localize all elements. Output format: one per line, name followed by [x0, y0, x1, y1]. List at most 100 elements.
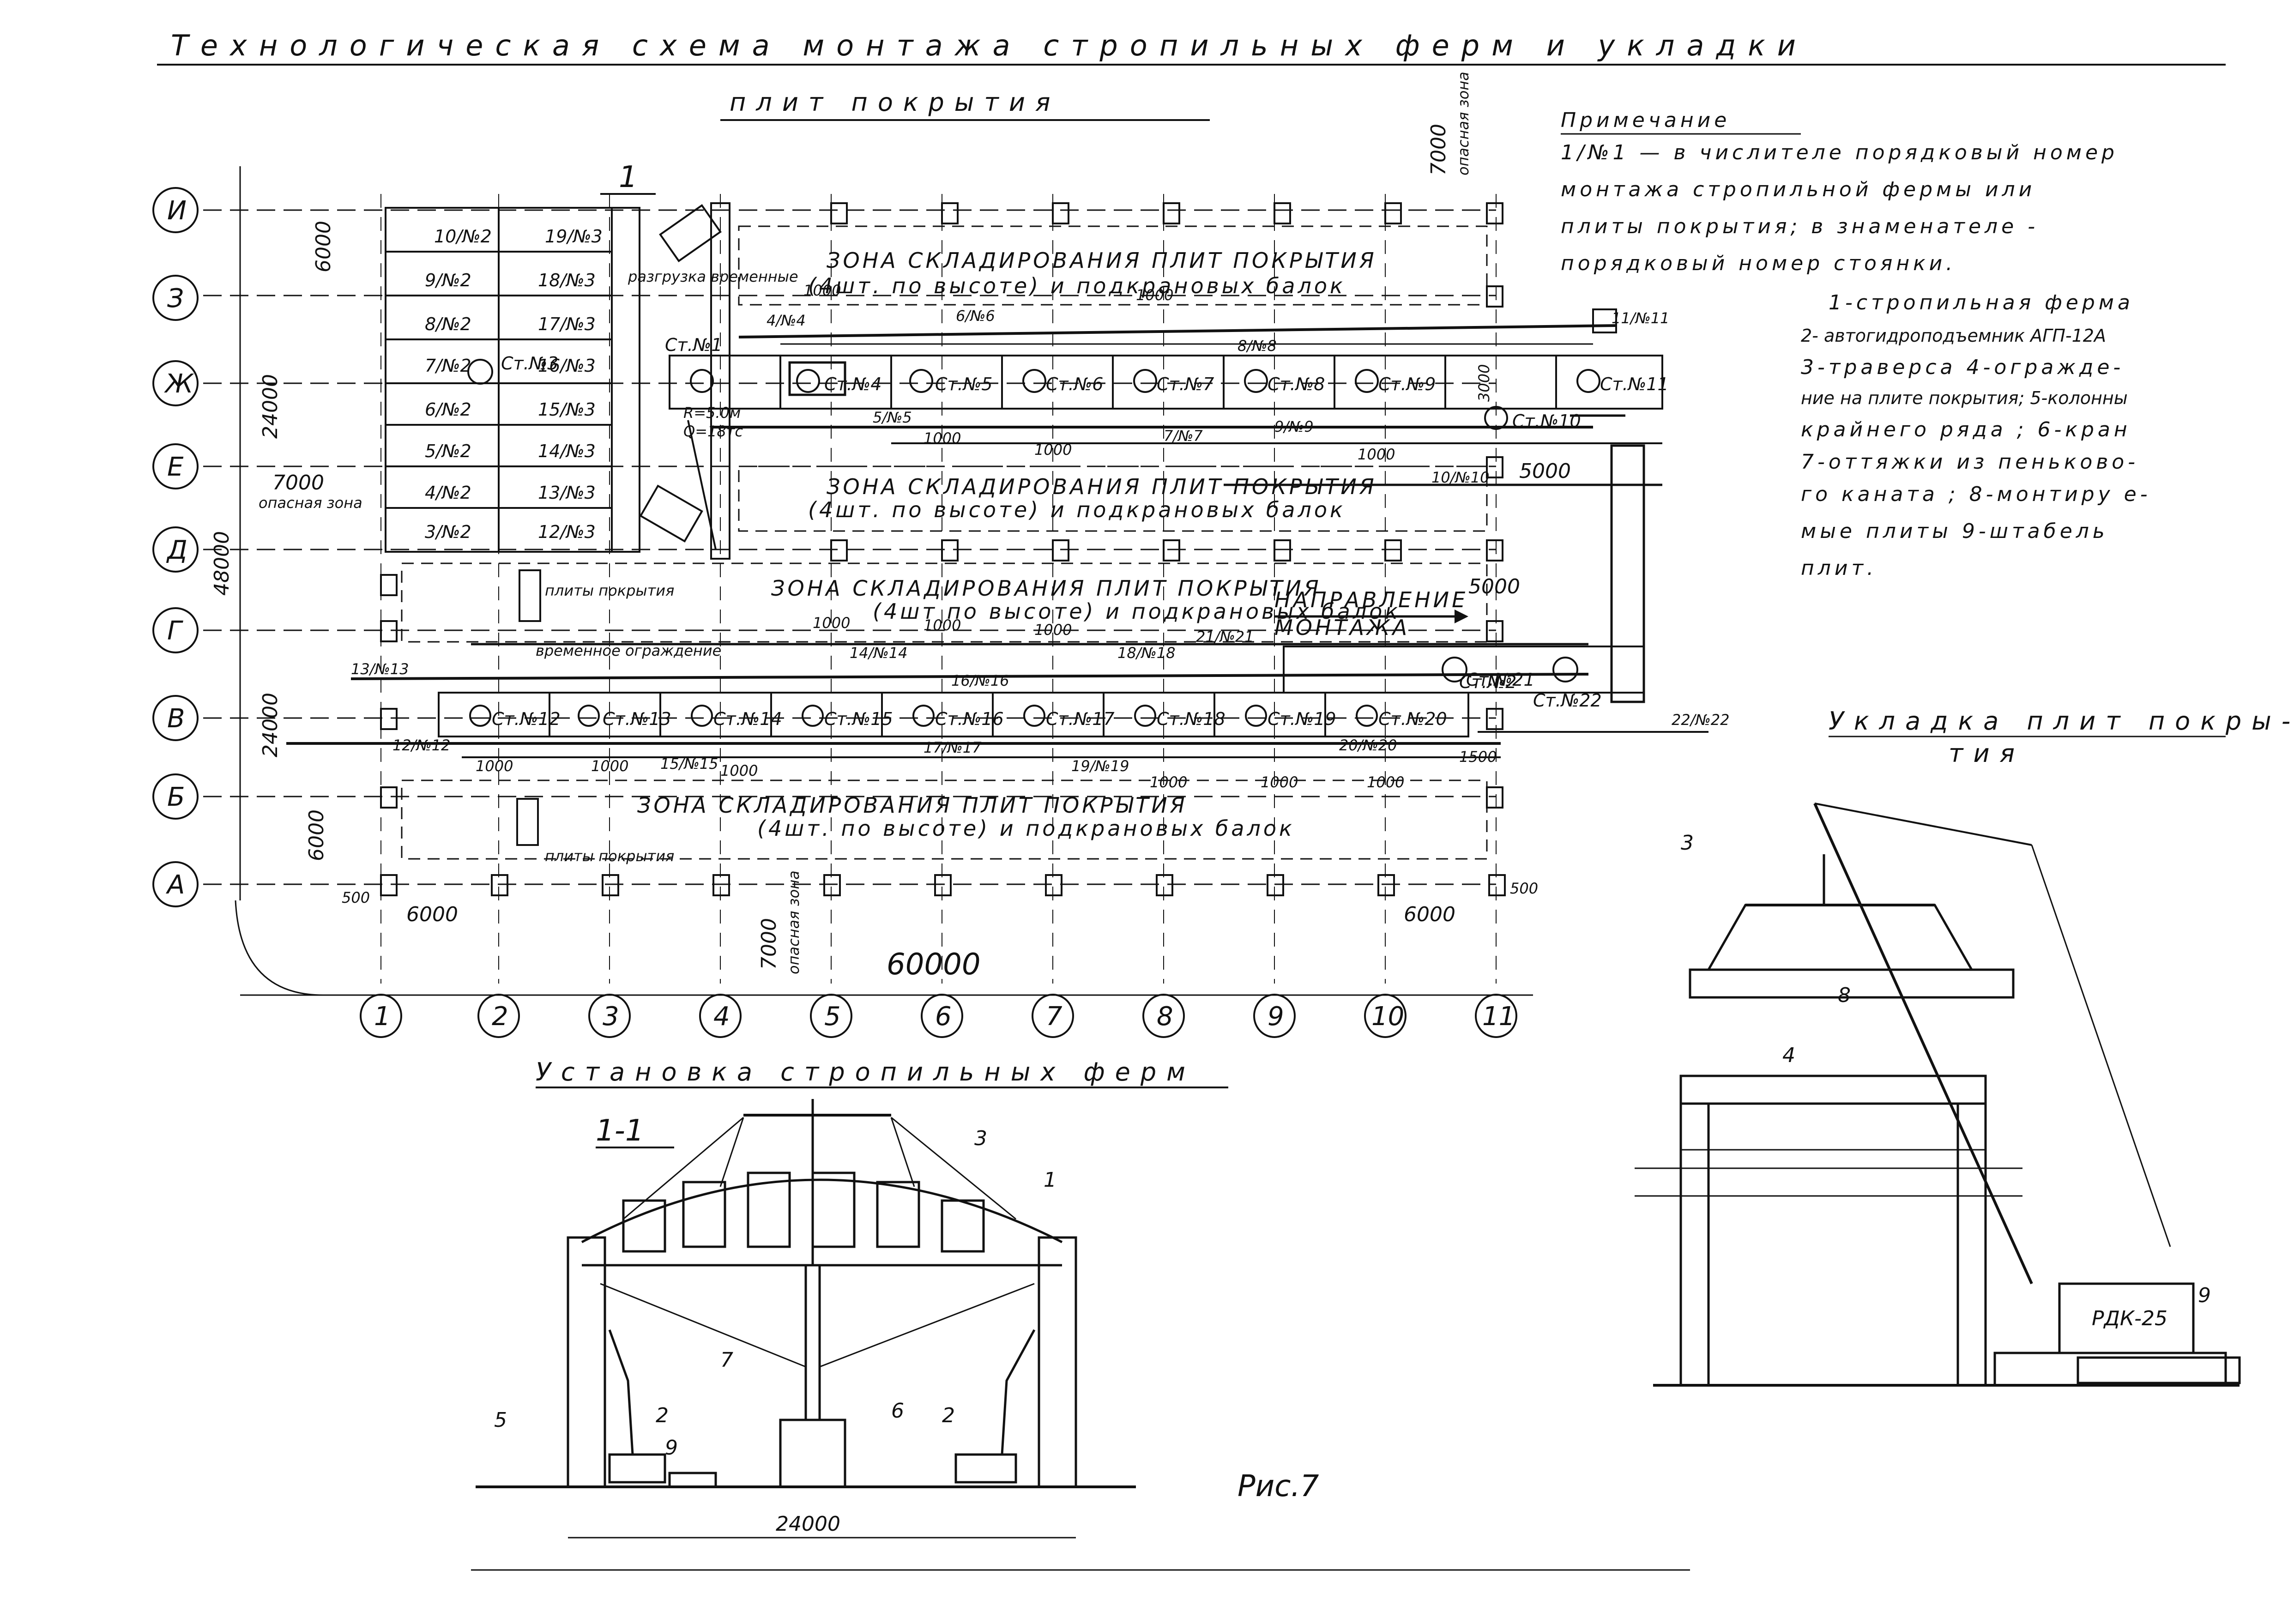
truss-label: 13/№13	[351, 660, 409, 678]
stop-circle	[912, 705, 935, 727]
truss-label: 4/№4	[767, 312, 806, 329]
aerial-lift-plan	[639, 204, 722, 550]
dim-row-top: 6000	[312, 221, 335, 272]
truss-band-upper	[669, 308, 1663, 703]
crane-label: РДК-25	[2092, 1307, 2167, 1330]
dim-offset-left: 500	[342, 889, 370, 906]
callout: 3	[1681, 831, 1694, 855]
sheet-title: Технологическая схема монтажа стропильны…	[171, 29, 1808, 62]
stop-circle	[909, 369, 933, 393]
stop-label: Ст.№12	[492, 709, 561, 729]
column-axis-label: 6	[935, 1002, 952, 1032]
stop-label: Ст.№21	[1466, 670, 1535, 690]
row-axis-markers	[152, 187, 199, 907]
truss-label: 7/№7	[1164, 427, 1203, 445]
legend-line: плит.	[1801, 556, 1877, 580]
stop-circle	[1133, 369, 1157, 393]
dim-1000: 1000	[924, 429, 961, 447]
dim-1000: 1000	[1034, 441, 1072, 459]
danger-dim-left: 7000	[272, 471, 324, 495]
truss-label: 6/№6	[956, 307, 995, 325]
truss-label: 19/№19	[1071, 757, 1129, 775]
stop-label: Ст.№7	[1157, 374, 1214, 394]
note-title: Примечание	[1561, 109, 1730, 132]
legend-line: 7-оттяжки из пеньково-	[1801, 450, 2139, 474]
section-span: 24000	[776, 1512, 840, 1536]
figure-number: Рис.7	[1238, 1469, 1319, 1503]
callout: 9	[665, 1436, 678, 1460]
slab-label: 5/№2	[425, 441, 471, 461]
row-axis-label: Е	[167, 452, 184, 482]
row-axis-label: Д	[166, 535, 187, 565]
direction-label: МОНТАЖА	[1274, 615, 1410, 640]
callout: 2	[656, 1404, 669, 1427]
row-axis-label: В	[167, 704, 185, 734]
slab-label: 12/№3	[538, 522, 596, 542]
legend-line: мые плиты 9-штабель	[1801, 519, 2108, 543]
slab-label: 13/№3	[538, 483, 596, 503]
dim-1000: 1000	[803, 282, 841, 299]
row-axis-label: И	[167, 196, 187, 226]
column-axis-label: 11	[1482, 1002, 1515, 1032]
stop-label: Ст.№22	[1533, 690, 1602, 711]
callout: 2	[942, 1404, 955, 1427]
temp-fence-label: временное ограждение	[536, 642, 721, 659]
dim-1000: 1000	[1367, 773, 1404, 791]
truss-label: 16/№16	[951, 672, 1009, 689]
row-axis-label: Г	[167, 616, 183, 646]
dim-5000: 5000	[1468, 575, 1520, 598]
stop-circle	[796, 369, 820, 393]
plates-label: плиты покрытия	[545, 582, 674, 599]
stop-circle	[1023, 705, 1045, 727]
note-line: 1/№1 — в числителе порядковый номер	[1561, 141, 2118, 164]
column-axis-label: 5	[824, 1002, 841, 1032]
slab-label: 15/№3	[538, 399, 596, 420]
stop-circle	[802, 705, 824, 727]
column-axis-label: 9	[1268, 1002, 1284, 1032]
callout: 5	[494, 1408, 507, 1432]
legend-line: ние на плите покрытия; 5-колонны	[1801, 388, 2128, 408]
dim-1000: 1000	[591, 757, 628, 775]
section-id: 1-1	[596, 1114, 644, 1148]
dim-1000: 1000	[1261, 773, 1298, 791]
zone-text: (4шт. по высоте) и подкрановых балок	[757, 816, 1295, 841]
stop-label: Ст.№5	[935, 374, 992, 394]
dim-1000: 1000	[720, 762, 758, 779]
dim-span-bottom: 24000	[259, 693, 282, 757]
stop-label: Ст.№20	[1378, 709, 1447, 729]
stop-label: Ст.№8	[1268, 374, 1325, 394]
legend-line: 3-траверса 4-огражде-	[1801, 356, 2124, 379]
dim-total: 60000	[887, 948, 981, 982]
stop-circle	[578, 705, 600, 727]
stop-label: Ст.№16	[935, 709, 1004, 729]
slab-laying-view	[1635, 803, 2241, 1387]
row-axis-label: Ж	[164, 369, 194, 399]
slab-label: 8/№2	[425, 314, 471, 334]
callout: 4	[1782, 1044, 1795, 1067]
danger-zone-left: опасная зона	[259, 494, 362, 512]
dim-span-overall: 48000	[210, 531, 234, 596]
stop-circle	[467, 359, 493, 385]
stop-circle	[1552, 657, 1578, 682]
direction-label: НАПРАВЛЕНИЕ	[1274, 587, 1468, 612]
stop-circle	[1355, 369, 1379, 393]
note-line: монтажа стропильной фермы или	[1561, 178, 2035, 201]
legend-line: крайнего ряда ; 6-кран	[1801, 418, 2131, 441]
stop-label: Ст.№9	[1378, 374, 1436, 394]
stop-circle	[691, 705, 713, 727]
zone-text: (4шт. по высоте) и подкрановых балок	[808, 497, 1346, 522]
note-line: плиты покрытия; в знаменателе -	[1561, 215, 2039, 238]
truss-label: 8/№8	[1238, 337, 1277, 355]
truss-label: 18/№18	[1117, 644, 1176, 662]
zone-text: ЗОНА СКЛАДИРОВАНИЯ ПЛИТ ПОКРЫТИЯ	[827, 474, 1377, 499]
callout: 8	[1838, 984, 1851, 1007]
zone-text: (4шт по высоте) и подкрановых балок	[873, 599, 1401, 624]
stop-circle	[1134, 705, 1156, 727]
stop-circle	[1022, 369, 1046, 393]
column-axis-label: 4	[713, 1002, 730, 1032]
slab-label: 17/№3	[538, 314, 596, 334]
zone-text: ЗОНА СКЛАДИРОВАНИЯ ПЛИТ ПОКРЫТИЯ	[637, 793, 1188, 818]
right-title2: тия	[1949, 739, 2025, 768]
plates-label: плиты покрытия	[545, 847, 674, 865]
truss-label: 14/№14	[850, 644, 908, 662]
